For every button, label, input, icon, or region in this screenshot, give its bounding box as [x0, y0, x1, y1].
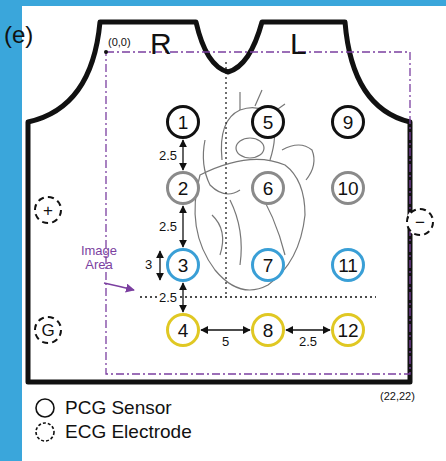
legend-symbol [33, 397, 57, 419]
region-label: Image Area [72, 244, 126, 271]
vest-outline [28, 22, 410, 382]
panel-letter: (e) [4, 22, 33, 47]
legend-text: ECG Electrode [65, 421, 192, 443]
image-area-pointer [104, 283, 134, 290]
pcg-sensor: 5 [251, 105, 285, 139]
dimension-arrow [182, 206, 183, 247]
ecg-electrode: G [34, 316, 62, 344]
dimension-arrow [201, 329, 250, 330]
pcg-sensor: 4 [166, 313, 200, 347]
sensor-number: 8 [263, 321, 274, 340]
sensor-number: 4 [178, 321, 189, 340]
pcg-sensor: 10 [331, 171, 365, 205]
legend-entry: PCG Sensor [33, 397, 172, 419]
dimension-arrow [182, 140, 183, 170]
grid-line [225, 62, 226, 297]
legend-symbol [33, 421, 57, 443]
dimension-label: 5 [221, 335, 230, 348]
ecg-electrode: + [34, 196, 62, 224]
pcg-sensor: 11 [331, 248, 365, 282]
side-label: L [290, 28, 307, 60]
legend-entry: ECG Electrode [33, 421, 192, 443]
sensor-number: 2 [178, 179, 189, 198]
pcg-sensor: 12 [331, 313, 365, 347]
sensor-number: 7 [263, 256, 274, 275]
sensor-number: G [41, 322, 54, 339]
origin-dot [104, 50, 108, 54]
dimension-label: 2.5 [158, 220, 178, 233]
sensor-number: 3 [178, 256, 189, 275]
pcg-sensor: 6 [251, 171, 285, 205]
sensor-number: 12 [337, 321, 358, 340]
pcg-sensor: 9 [331, 105, 365, 139]
coordinate-label: (22,22) [380, 391, 415, 403]
pcg-sensor: 3 [166, 248, 200, 282]
dimension-arrow [286, 329, 330, 330]
dimension-label: 3 [145, 258, 152, 272]
sensor-number: 11 [338, 256, 358, 275]
sensor-number: 5 [263, 113, 274, 132]
sensor-number: 1 [178, 113, 189, 132]
pcg-sensor: 7 [251, 248, 285, 282]
coordinate-label: (0,0) [108, 37, 131, 49]
ecg-electrode: − [406, 208, 434, 236]
dimension-label: 2.5 [158, 149, 178, 162]
image-region [106, 52, 410, 374]
sensor-number: 9 [343, 113, 354, 132]
legend-text: PCG Sensor [65, 397, 172, 419]
pcg-sensor: 1 [166, 105, 200, 139]
pcg-sensor: 8 [251, 313, 285, 347]
heart-drawing [195, 90, 314, 290]
sensor-number: + [43, 202, 53, 219]
sensor-number: 10 [337, 179, 358, 198]
dimension-arrow [159, 251, 160, 280]
sensor-number: 6 [263, 179, 274, 198]
dimension-label: 2.5 [298, 335, 318, 348]
dimension-label: 2.5 [158, 291, 178, 304]
sensor-number: − [415, 214, 425, 231]
pcg-sensor: 2 [166, 171, 200, 205]
dimension-arrow [182, 283, 183, 312]
side-label: R [150, 28, 172, 60]
